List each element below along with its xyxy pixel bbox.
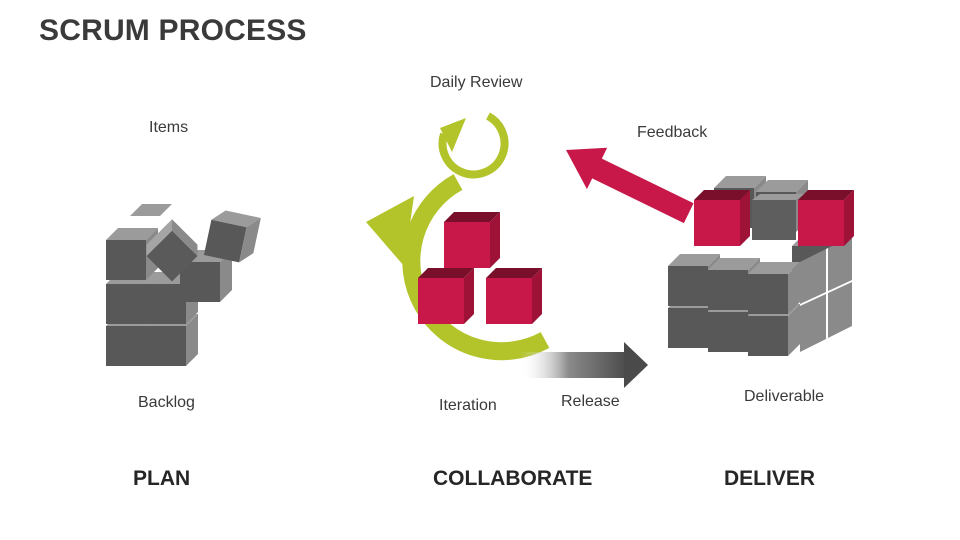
- deliverable-cubes: [668, 176, 854, 356]
- phase-collaborate: COLLABORATE: [433, 467, 593, 490]
- phase-deliver: DELIVER: [724, 467, 816, 490]
- backlog-cubes: [106, 204, 232, 366]
- feedback-label: Feedback: [637, 124, 708, 141]
- feedback-arrow: [566, 147, 694, 224]
- iteration-label: Iteration: [439, 397, 497, 414]
- items-label: Items: [149, 119, 189, 136]
- page-title: SCRUM PROCESS: [39, 14, 307, 47]
- daily-review-label: Daily Review: [430, 74, 523, 91]
- daily-review-cycle: [438, 112, 509, 179]
- backlog-label: Backlog: [138, 394, 195, 411]
- phase-plan: PLAN: [133, 467, 191, 490]
- release-label: Release: [561, 393, 620, 410]
- cycle-arrowhead: [366, 196, 414, 266]
- item-cube-2: [203, 210, 261, 263]
- release-arrow: [520, 342, 648, 388]
- daily-review-arrowhead: [440, 118, 466, 152]
- deliverable-label: Deliverable: [744, 388, 825, 405]
- sprint-cubes: [418, 212, 542, 324]
